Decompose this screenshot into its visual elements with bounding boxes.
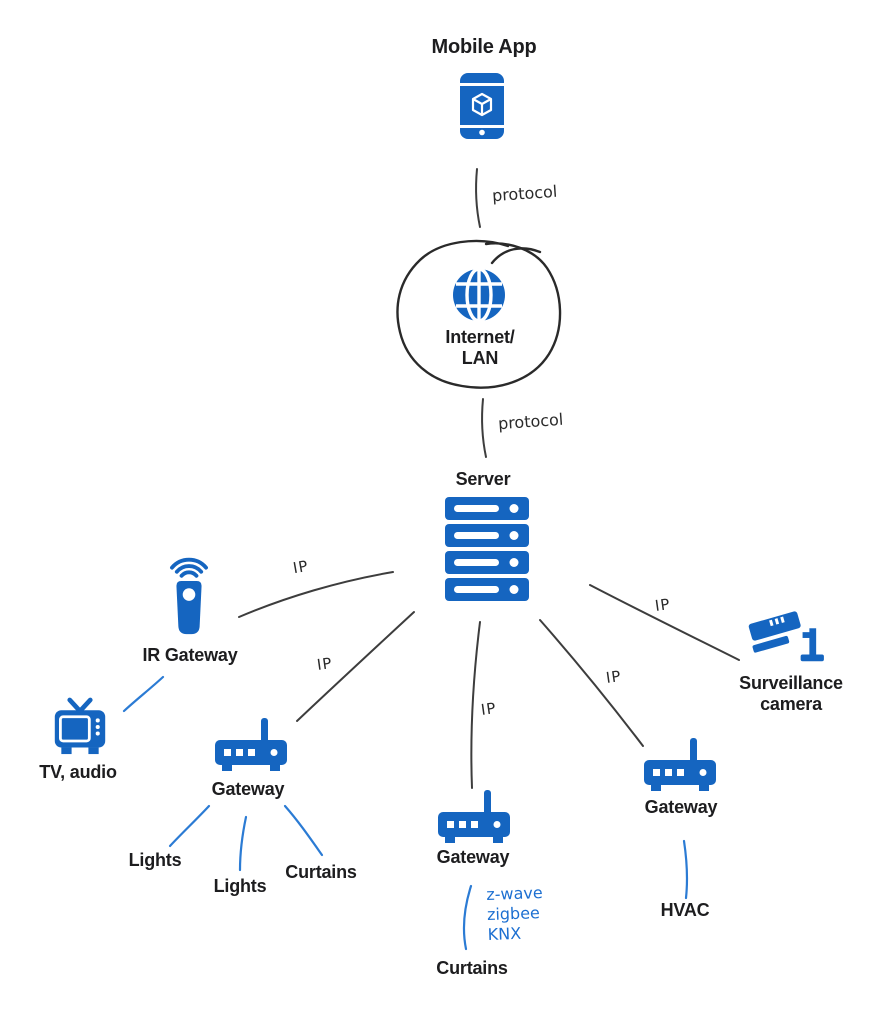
router-icon — [438, 790, 510, 843]
surveillance-camera-label-line1: Surveillance — [739, 673, 843, 693]
edge-server-gateway-left — [296, 611, 415, 722]
gateway-center-label: Gateway — [436, 847, 510, 867]
ip-label-camera: IP — [653, 595, 672, 615]
protocol-note-zigbee: zigbee — [486, 903, 541, 924]
lights-2-label: Lights — [213, 876, 267, 896]
edge-gateway-left-lights-1 — [168, 804, 211, 848]
edge-gateway-left-curtains — [283, 804, 324, 857]
ip-label-ir-gateway: IP — [291, 556, 310, 578]
edge-server-gateway-center — [470, 621, 481, 789]
edge-server-ir-gateway — [238, 571, 394, 618]
server-icon — [445, 497, 529, 601]
edge-gateway-right-hvac — [682, 839, 689, 900]
edge-gateway-left-lights-2 — [238, 815, 248, 872]
tv-audio-label: TV, audio — [39, 762, 117, 782]
tv-icon — [54, 697, 106, 755]
cctv-camera-icon — [748, 611, 824, 662]
internet-lan-label-line1: Internet/ — [445, 327, 515, 347]
protocol-label-top: protocol — [491, 181, 558, 206]
surveillance-camera-label-line2: camera — [760, 694, 822, 714]
edge-gateway-center-curtains — [462, 884, 473, 951]
router-icon — [644, 738, 716, 791]
edge-server-gateway-right — [539, 619, 644, 747]
surveillance-camera-label: Surveillance camera — [739, 673, 843, 715]
protocol-note-knx: KNX — [487, 923, 522, 944]
ip-label-gateway-right: IP — [604, 667, 623, 687]
internet-lan-label: Internet/ LAN — [445, 327, 514, 369]
protocol-label-bottom: protocol — [497, 409, 564, 434]
curtains-center-label: Curtains — [436, 958, 508, 978]
smartphone-icon — [460, 73, 504, 139]
hvac-label: HVAC — [660, 900, 710, 920]
lights-1-label: Lights — [128, 850, 182, 870]
globe-icon — [453, 267, 505, 323]
edge-mobile-internet — [475, 168, 481, 228]
curtains-left-label: Curtains — [285, 862, 357, 882]
server-label: Server — [455, 469, 511, 489]
edge-ir-gateway-tv — [122, 675, 165, 713]
internet-lan-label-line2: LAN — [461, 348, 499, 368]
gateway-center-protocols-note: z-wave zigbee KNX — [486, 883, 544, 945]
protocol-note-zwave: z-wave — [485, 883, 543, 904]
ip-label-gateway-center: IP — [479, 699, 498, 719]
router-icon — [215, 718, 287, 771]
gateway-right-label: Gateway — [644, 797, 718, 817]
edge-internet-server — [481, 398, 487, 458]
mobile-app-label: Mobile App — [431, 36, 537, 58]
ip-label-gateway-left: IP — [315, 654, 334, 674]
gateway-left-label: Gateway — [211, 779, 285, 799]
ir-gateway-label: IR Gateway — [142, 645, 238, 665]
ir-remote-icon — [170, 557, 208, 635]
